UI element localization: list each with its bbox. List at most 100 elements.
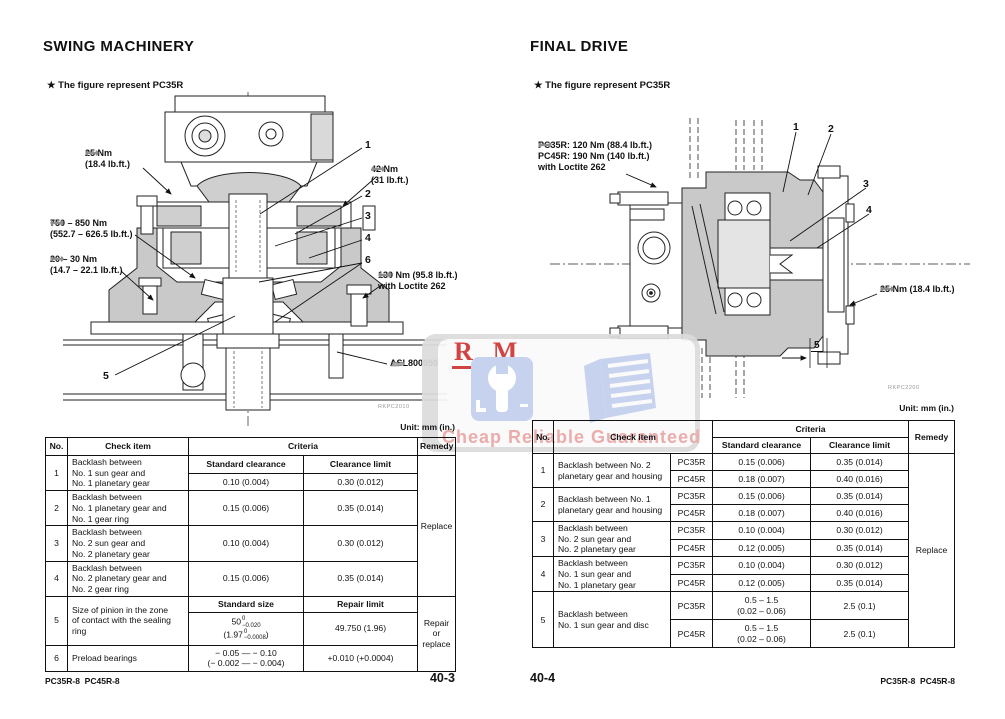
wrench-badge-icon bbox=[471, 357, 533, 421]
torque-callout-42nm: 42 Nm (31 lb.ft.) bbox=[371, 164, 409, 185]
rt-r3-no: 3 bbox=[532, 520, 554, 558]
swing-spec-table: No. Check item Criteria Remedy 1 Backlas… bbox=[45, 437, 456, 672]
open-book-icon bbox=[584, 353, 656, 423]
lt-header-criteria: Criteria bbox=[188, 437, 418, 456]
lt-header-remedy: Remedy bbox=[417, 437, 456, 456]
lt-r5-subhead-lim: Repair limit bbox=[303, 595, 418, 613]
rt-r5-model-pc35r: PC35R bbox=[669, 591, 714, 621]
torque-wrench-icon bbox=[378, 272, 392, 278]
rt-r2-item: Backlash between No. 1 planetary gear an… bbox=[553, 487, 671, 522]
rt-r3-model-pc35r: PC35R bbox=[669, 521, 714, 540]
rt-r3-item: Backlash between No. 2 sun gear and No. … bbox=[553, 520, 671, 558]
part-number-5: 5 bbox=[103, 370, 109, 382]
rt-r5-item: Backlash between No. 1 sun gear and disc bbox=[553, 591, 671, 649]
part-number-4: 4 bbox=[866, 204, 872, 216]
swing-machinery-title: SWING MACHINERY bbox=[43, 38, 195, 55]
lt-r1-std: 0.10 (0.004) bbox=[188, 472, 304, 492]
lt-header-item: Check item bbox=[67, 437, 189, 456]
rt-r4-std-pc45r: 0.12 (0.005) bbox=[712, 573, 812, 593]
torque-callout-main: PC35R: 120 Nm (88.4 lb.ft.) PC45R: 190 N… bbox=[538, 140, 653, 172]
lt-r3-no: 3 bbox=[45, 525, 68, 562]
footer-models-left: PC35R-8 PC45R-8 bbox=[45, 676, 120, 686]
lt-r1-lim: 0.30 (0.012) bbox=[303, 472, 418, 492]
part-number-1: 1 bbox=[793, 121, 799, 133]
lt-r6-item: Preload bearings bbox=[67, 644, 189, 672]
rt-r2-std-pc45r: 0.18 (0.007) bbox=[712, 504, 812, 522]
rt-r5-lim-pc45r: 2.5 (0.1) bbox=[810, 619, 910, 649]
unit-label-left: Unit: mm (in.) bbox=[400, 422, 455, 432]
rt-r2-lim-pc45r: 0.40 (0.016) bbox=[810, 504, 910, 522]
lt-r2-item: Backlash between No. 1 planetary gear an… bbox=[67, 490, 189, 527]
rt-header-remedy: Remedy bbox=[908, 420, 956, 454]
lt-r3-lim: 0.30 (0.012) bbox=[303, 525, 418, 562]
lt-r5-no: 5 bbox=[45, 595, 68, 646]
torque-callout-130nm: 130 Nm (95.8 lb.ft.) with Loctite 262 bbox=[378, 270, 458, 291]
page-number-right: 40-4 bbox=[530, 671, 556, 685]
part-number-2: 2 bbox=[828, 123, 834, 135]
rt-r1-std-pc35r: 0.15 (0.006) bbox=[712, 453, 812, 471]
rt-r2-std-pc35r: 0.15 (0.006) bbox=[712, 487, 812, 505]
final-drive-note: ★ The figure represent PC35R bbox=[534, 80, 671, 91]
part-number-4: 4 bbox=[365, 232, 371, 244]
rt-r5-model-pc45r: PC45R bbox=[669, 619, 714, 649]
rt-r2-model-pc45r: PC45R bbox=[669, 504, 714, 522]
rt-r3-std-pc45r: 0.12 (0.005) bbox=[712, 538, 812, 558]
lt-r2-no: 2 bbox=[45, 490, 68, 527]
torque-callout-25nm-right: 25 Nm (18.4 lb.ft.) bbox=[880, 284, 955, 294]
swing-machinery-drawing bbox=[63, 92, 447, 428]
torque-wrench-icon bbox=[85, 150, 99, 156]
lt-r5-item: Size of pinion in the zone of contact wi… bbox=[67, 595, 189, 646]
rt-r1-model-pc45r: PC45R bbox=[669, 470, 714, 488]
dimension-5mm: 5 bbox=[811, 340, 823, 352]
rt-r4-lim-pc35r: 0.30 (0.012) bbox=[810, 556, 910, 575]
final-drive-spec-table: No. Check item Criteria Remedy Standard … bbox=[532, 420, 956, 649]
final-drive-drawing bbox=[550, 118, 970, 398]
swing-note: ★ The figure represent PC35R bbox=[47, 80, 184, 91]
rt-r2-lim-pc35r: 0.35 (0.014) bbox=[810, 487, 910, 505]
final-drive-diagram: PC35R: 120 Nm (88.4 lb.ft.) PC45R: 190 N… bbox=[530, 108, 985, 408]
rt-subhead-lim: Clearance limit bbox=[810, 437, 910, 454]
rt-r4-no: 4 bbox=[532, 556, 554, 593]
torque-callout-25nm: 25 Nm (18.4 lb.ft.) bbox=[85, 148, 131, 169]
rt-r5-std-pc35r: 0.5 – 1.5 (0.02 – 0.06) bbox=[712, 591, 812, 621]
part-number-3: 3 bbox=[863, 178, 869, 190]
lt-r3-item: Backlash between No. 2 sun gear and No. … bbox=[67, 525, 189, 562]
rt-r4-std-pc35r: 0.10 (0.004) bbox=[712, 556, 812, 575]
final-drive-title: FINAL DRIVE bbox=[530, 38, 629, 55]
rt-r3-std-pc35r: 0.10 (0.004) bbox=[712, 521, 812, 540]
sealant-icon bbox=[390, 361, 405, 367]
figure-code-left: RKPC2010 bbox=[378, 404, 410, 410]
rt-r1-std-pc45r: 0.18 (0.007) bbox=[712, 470, 812, 488]
torque-wrench-icon bbox=[880, 286, 894, 292]
rt-r4-model-pc45r: PC45R bbox=[669, 573, 714, 593]
rt-r4-lim-pc45r: 0.35 (0.014) bbox=[810, 573, 910, 593]
part-number-6: 6 bbox=[365, 254, 371, 266]
rt-r5-no: 5 bbox=[532, 591, 554, 649]
rt-r2-model-pc35r: PC35R bbox=[669, 487, 714, 505]
torque-callout-20-30nm: 20 – 30 Nm (14.7 – 22.1 lb.ft.) bbox=[50, 254, 123, 275]
rt-header-criteria: Criteria bbox=[712, 420, 910, 438]
lt-r6-no: 6 bbox=[45, 644, 68, 672]
lt-r5-lim: 49.750 (1.96) bbox=[303, 611, 418, 646]
rt-r4-model-pc35r: PC35R bbox=[669, 556, 714, 575]
rt-r1-model-pc35r: PC35R bbox=[669, 453, 714, 471]
torque-wrench-icon bbox=[50, 256, 64, 262]
lt-r5-subhead-std: Standard size bbox=[188, 595, 304, 613]
part-number-2: 2 bbox=[365, 188, 371, 200]
lt-r1-subhead-std: Standard clearance bbox=[188, 455, 304, 474]
rt-r1-lim-pc45r: 0.40 (0.016) bbox=[810, 470, 910, 488]
rt-subhead-std: Standard clearance bbox=[712, 437, 812, 454]
part-number-1: 1 bbox=[365, 139, 371, 151]
lt-r2-std: 0.15 (0.006) bbox=[188, 490, 304, 527]
lt-r6-lim: +0.010 (+0.0004) bbox=[303, 644, 418, 672]
footer-models-right: PC35R-8 PC45R-8 bbox=[880, 676, 955, 686]
rt-r3-model-pc45r: PC45R bbox=[669, 538, 714, 558]
torque-wrench-icon bbox=[50, 220, 64, 226]
lt-r6-std: − 0.05 — − 0.10 (− 0.002 — − 0.004) bbox=[188, 644, 304, 672]
figure-code-right: RKPC2200 bbox=[888, 385, 920, 391]
part-number-3: 3 bbox=[365, 210, 371, 222]
rt-r3-lim-pc45r: 0.35 (0.014) bbox=[810, 538, 910, 558]
lt-header-no: No. bbox=[45, 437, 68, 456]
lt-r4-item: Backlash between No. 2 planetary gear an… bbox=[67, 560, 189, 597]
